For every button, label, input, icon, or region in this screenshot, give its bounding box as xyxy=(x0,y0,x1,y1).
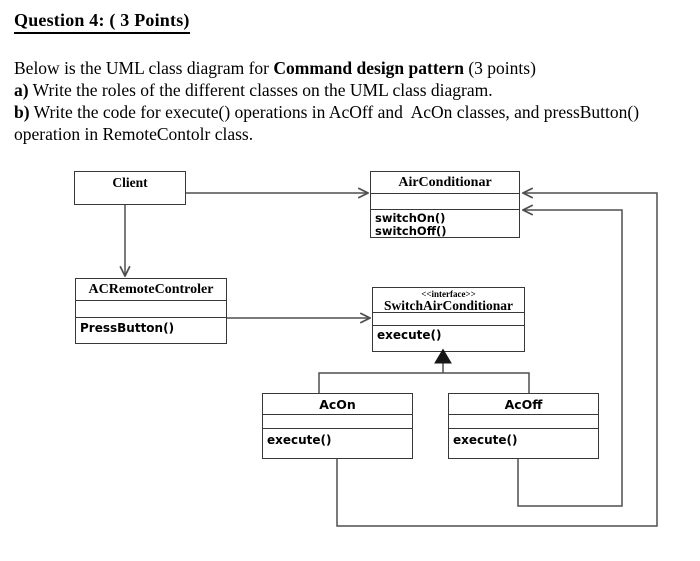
acoff-attributes-empty xyxy=(449,414,598,428)
acoff-operations: execute() xyxy=(449,428,598,458)
uml-class-acon: AcOn execute() xyxy=(262,393,413,459)
question-item-b: b) Write the code for execute() operatio… xyxy=(14,102,640,144)
acoff-class-name: AcOff xyxy=(504,397,543,412)
question-intro: Below is the UML class diagram for Comma… xyxy=(14,58,536,78)
question-text: Below is the UML class diagram for Comma… xyxy=(14,57,694,145)
generalization-branches xyxy=(318,372,530,393)
switchairconditionar-operations: execute() xyxy=(373,325,524,350)
acremotecontroler-operations: PressButton() xyxy=(76,316,226,344)
acon-attributes-empty xyxy=(263,414,412,428)
switchairconditionar-class-name: SwitchAirConditionar xyxy=(383,298,513,313)
airconditionar-class-name: AirConditionar xyxy=(398,175,492,190)
acon-class-name: AcOn xyxy=(319,397,356,412)
uml-class-client: Client xyxy=(74,171,186,205)
airconditionar-attributes-empty xyxy=(371,193,519,209)
switchairconditionar-title: <<interface>> SwitchAirConditionar xyxy=(373,288,524,313)
uml-class-airconditionar: AirConditionar switchOn() switchOff() xyxy=(370,171,520,238)
uml-interface-switchairconditionar: <<interface>> SwitchAirConditionar execu… xyxy=(372,287,525,352)
dependency-acon-to-airconditionar xyxy=(336,193,658,527)
switchairconditionar-attributes-empty xyxy=(373,312,524,325)
operation-label: PressButton() xyxy=(80,320,175,335)
acremotecontroler-class-name: ACRemoteControler xyxy=(88,282,214,297)
uml-class-acoff: AcOff execute() xyxy=(448,393,599,459)
operation-label: execute() xyxy=(453,433,518,447)
acremotecontroler-attributes-empty xyxy=(76,299,226,317)
dependency-acoff-to-airconditionar xyxy=(517,210,623,507)
uml-class-acremotecontroler: ACRemoteControler PressButton() xyxy=(75,278,227,344)
client-class-name: Client xyxy=(112,175,148,190)
operation-label: execute() xyxy=(267,433,332,447)
acon-operations: execute() xyxy=(263,428,412,458)
question-item-a: a) Write the roles of the different clas… xyxy=(14,80,493,100)
operation-label: execute() xyxy=(377,328,442,342)
operation-label: switchOff() xyxy=(375,224,447,238)
question-title: Question 4: ( 3 Points) xyxy=(14,10,190,34)
airconditionar-operations: switchOn() switchOff() xyxy=(371,209,519,238)
